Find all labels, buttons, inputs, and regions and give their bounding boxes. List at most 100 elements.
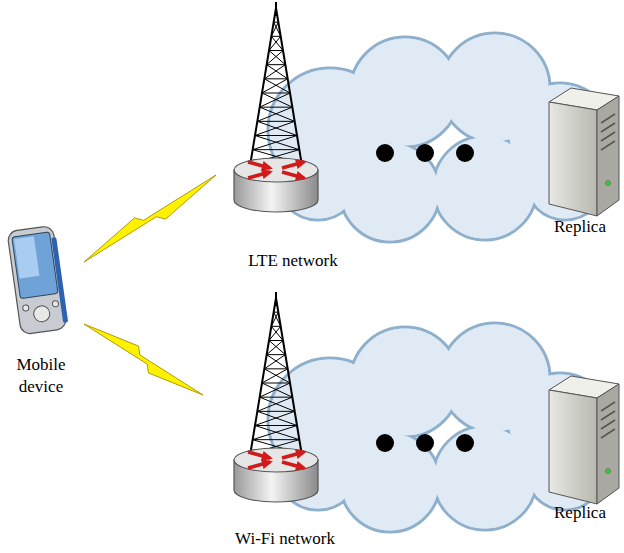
tower-brace	[271, 326, 280, 327]
network-node: Wi-Fi network	[205, 285, 365, 550]
tower-brace	[262, 93, 290, 94]
network-node: LTE network	[218, 0, 368, 272]
tower-brace	[269, 340, 283, 341]
tower-brace	[269, 51, 285, 65]
drive-slot	[601, 141, 615, 150]
tower-brace	[262, 383, 292, 397]
tower-brace	[260, 93, 290, 107]
device-node: Mobile device	[2, 220, 80, 398]
tower-brace	[271, 326, 283, 340]
tower-brace	[269, 341, 285, 355]
tower-brace	[269, 50, 283, 51]
server-node: Replica	[540, 80, 620, 238]
phone-button	[33, 305, 51, 323]
wireless-link	[84, 324, 203, 395]
network-cloud	[268, 33, 612, 242]
tower-brace	[262, 79, 288, 93]
tower-brace	[255, 425, 297, 426]
server-node: Replica	[540, 366, 620, 524]
tower-brace	[271, 312, 278, 326]
cloud-fill	[342, 434, 439, 531]
tower-brace	[264, 369, 290, 383]
node-label: Replica	[554, 502, 606, 524]
cell-tower	[248, 292, 304, 468]
tower-brace	[255, 121, 295, 135]
tower-brace	[267, 65, 288, 79]
node-label: Mobile device	[2, 354, 80, 398]
node-label: LTE network	[248, 250, 338, 272]
tower-brace	[264, 65, 285, 79]
phone-button	[22, 305, 29, 312]
router-top	[234, 448, 318, 472]
wireless-link	[84, 175, 216, 262]
node-label: Replica	[554, 216, 606, 238]
ellipsis-dot	[376, 144, 394, 162]
drive-slot	[601, 420, 615, 429]
cell-tower	[248, 2, 304, 178]
router-arrowhead	[261, 459, 273, 469]
drive-slot	[601, 429, 615, 438]
tower-brace	[267, 355, 288, 369]
server-icon	[549, 88, 619, 216]
tower-brace	[264, 79, 290, 93]
router-arrowhead	[261, 451, 273, 461]
router-arrowhead	[295, 171, 307, 181]
router-arrowhead	[295, 159, 307, 169]
tower-brace	[260, 107, 293, 108]
server-icon	[549, 376, 619, 504]
ellipsis-dot	[456, 144, 474, 162]
tower-brace	[257, 411, 297, 425]
drive-slot	[601, 402, 615, 411]
tower-brace	[253, 136, 297, 150]
cloud-fill	[342, 144, 439, 241]
drive-slot	[601, 114, 615, 123]
tower-brace	[257, 121, 297, 135]
ellipsis-dot	[416, 144, 434, 162]
tower-brace	[257, 411, 294, 412]
ellipsis-dot	[376, 434, 394, 452]
tower-brace	[255, 426, 299, 440]
tower-brace	[253, 149, 300, 150]
power-led	[606, 181, 611, 186]
router-icon	[234, 448, 318, 502]
router-arrowhead	[295, 461, 307, 471]
phone-edge	[51, 237, 68, 323]
tower-brace	[253, 439, 300, 440]
tower-brace	[262, 383, 290, 384]
router-arrowhead	[261, 169, 273, 179]
tower-brace	[267, 354, 286, 355]
tower-brace	[267, 64, 286, 65]
tower-brace	[271, 36, 283, 50]
tower-brace	[264, 355, 285, 369]
tower-brace	[257, 107, 292, 121]
router-arrowhead	[261, 161, 273, 171]
tower-brace	[262, 369, 288, 383]
tower-brace	[260, 397, 293, 398]
drive-slot	[601, 123, 615, 132]
drive-slot	[601, 132, 615, 141]
router-top	[234, 158, 318, 182]
cloud-fill	[435, 428, 536, 529]
phone-button	[52, 300, 59, 307]
tower-brace	[269, 326, 281, 340]
server-side	[549, 102, 597, 216]
router-arrowhead	[295, 449, 307, 459]
mobile-phone	[7, 225, 69, 335]
router-icon	[234, 158, 318, 212]
node-label: Wi-Fi network	[235, 528, 335, 550]
tower-brace	[255, 135, 297, 136]
tower-brace	[271, 36, 280, 37]
ellipsis-dot	[416, 434, 434, 452]
tower-brace	[264, 78, 287, 79]
ellipsis-dot	[456, 434, 474, 452]
tower-brace	[253, 426, 297, 440]
tower-brace	[255, 136, 299, 150]
tower-brace	[260, 107, 295, 121]
tower-brace	[262, 93, 292, 107]
server-front	[597, 384, 619, 504]
screen-glare	[14, 236, 39, 278]
tower-brace	[255, 411, 295, 425]
tower-brace	[257, 121, 294, 122]
drive-slot	[601, 411, 615, 420]
